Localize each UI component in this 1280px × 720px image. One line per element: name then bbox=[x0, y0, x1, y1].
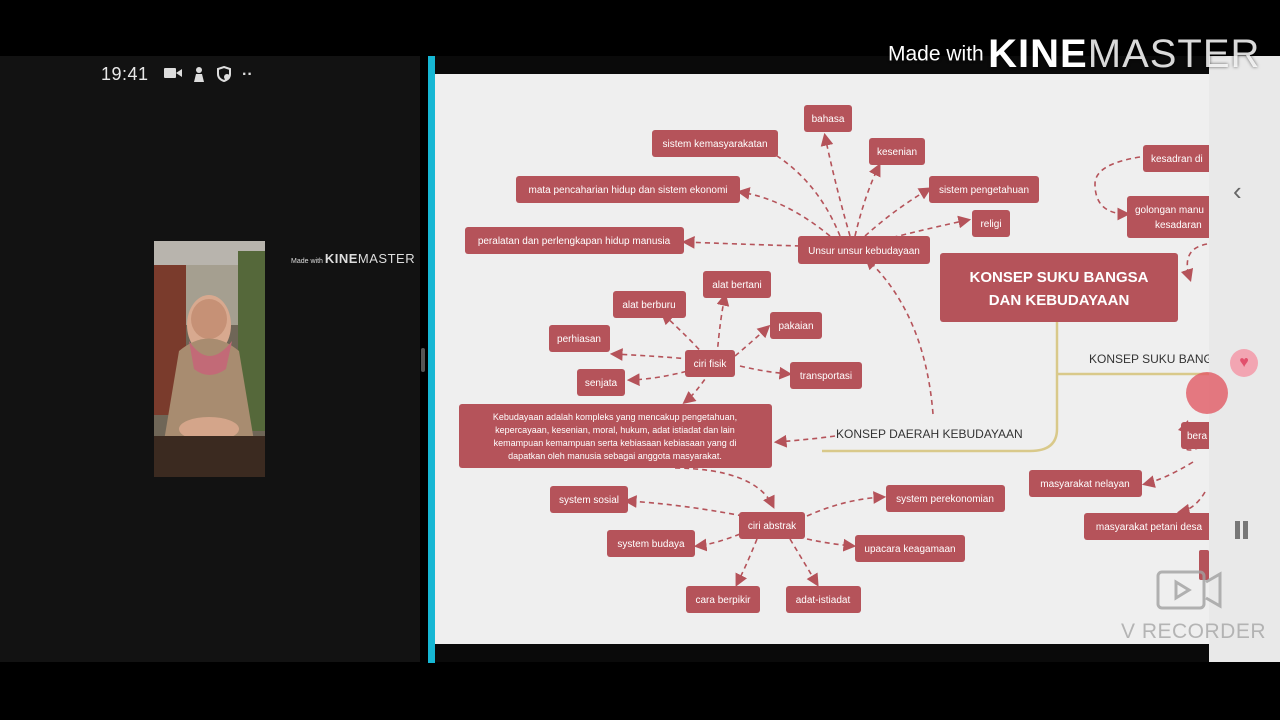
node-label: bera bbox=[1187, 431, 1207, 442]
definition-line: Kebudayaan adalah kompleks yang mencakup… bbox=[493, 412, 737, 422]
node-label: transportasi bbox=[800, 371, 852, 382]
watermark-made-with: Made with bbox=[888, 42, 984, 66]
watermark-brand-light: MASTER bbox=[1087, 32, 1261, 76]
node-label: kesadaran bbox=[1155, 220, 1202, 231]
node-religi[interactable]: religi bbox=[972, 210, 1010, 237]
node-label: upacara keagamaan bbox=[864, 544, 955, 555]
node-sistem-kemasyarakatan[interactable]: sistem kemasyarakatan bbox=[652, 130, 778, 157]
split-divider-bar[interactable] bbox=[428, 56, 435, 663]
node-label: masyarakat nelayan bbox=[1040, 479, 1130, 490]
node-label: bahasa bbox=[812, 114, 845, 125]
watermark-brand-light: MASTER bbox=[357, 251, 416, 266]
node-label: religi bbox=[980, 219, 1001, 230]
watermark-made-with: Made with bbox=[291, 258, 323, 265]
node-transportasi[interactable]: transportasi bbox=[790, 362, 862, 389]
node-label: system perekonomian bbox=[896, 494, 994, 505]
node-masyarakat-nelayan[interactable]: masyarakat nelayan bbox=[1029, 470, 1142, 497]
node-label: peralatan dan perlengkapan hidup manusia bbox=[478, 236, 671, 247]
node-label: Unsur unsur kebudayaan bbox=[808, 246, 920, 257]
video-camera-icon bbox=[164, 66, 182, 85]
main-title-line2: DAN KEBUDAYAAN bbox=[989, 292, 1130, 309]
node-system-budaya[interactable]: system budaya bbox=[607, 530, 695, 557]
node-kesenian[interactable]: kesenian bbox=[869, 138, 925, 165]
node-label: masyarakat petani desa bbox=[1096, 522, 1203, 533]
node-label: sistem pengetahuan bbox=[939, 185, 1029, 196]
branch-konsep-daerah-kebudayaan: KONSEP DAERAH KEBUDAYAAN bbox=[836, 427, 1023, 441]
bottom-strip bbox=[435, 644, 1209, 662]
node-cara-berpikir[interactable]: cara berpikir bbox=[686, 586, 760, 613]
node-system-perekonomian[interactable]: system perekonomian bbox=[886, 485, 1005, 512]
node-label: kesenian bbox=[877, 147, 917, 158]
node-mata-pencaharian[interactable]: mata pencaharian hidup dan sistem ekonom… bbox=[516, 176, 740, 203]
branch-lines bbox=[822, 322, 1209, 453]
node-label: golongan manu bbox=[1135, 205, 1204, 216]
watermark-brand-bold: KINE bbox=[988, 32, 1088, 76]
top-strip bbox=[435, 56, 1209, 74]
node-upacara-keagamaan[interactable]: upacara keagamaan bbox=[855, 535, 965, 562]
mindmap-canvas: KONSEP SUKU BANGSA DAN KEBUDAYAAN KONSEP… bbox=[435, 74, 1209, 644]
node-label: adat-istiadat bbox=[796, 595, 851, 606]
node-label: ciri abstrak bbox=[748, 521, 797, 532]
node-masyarakat-petani-desa[interactable]: masyarakat petani desa bbox=[1084, 513, 1209, 540]
main-title-line1: KONSEP SUKU BANGSA bbox=[970, 269, 1149, 286]
node-senjata[interactable]: senjata bbox=[577, 369, 625, 396]
kinemaster-watermark-small: Made with KINEMASTER bbox=[291, 251, 415, 266]
split-divider-handle[interactable] bbox=[421, 348, 425, 372]
node-pakaian[interactable]: pakaian bbox=[770, 312, 822, 339]
node-label: system budaya bbox=[617, 539, 685, 550]
main-topic-node[interactable]: KONSEP SUKU BANGSA DAN KEBUDAYAAN bbox=[940, 253, 1178, 322]
node-definisi-kebudayaan[interactable]: Kebudayaan adalah kompleks yang mencakup… bbox=[459, 404, 772, 468]
record-dot-icon[interactable] bbox=[1186, 372, 1228, 414]
camera-preview bbox=[154, 241, 265, 477]
node-golongan-manusia[interactable]: golongan manu kesadaran bbox=[1127, 196, 1209, 238]
node-label: ciri fisik bbox=[694, 359, 728, 370]
node-label: mata pencaharian hidup dan sistem ekonom… bbox=[528, 185, 727, 196]
node-adat-istiadat[interactable]: adat-istiadat bbox=[786, 586, 861, 613]
node-ciri-fisik[interactable]: ciri fisik bbox=[685, 350, 735, 377]
node-label: alat berburu bbox=[622, 300, 675, 311]
heart-icon[interactable]: ♥ bbox=[1230, 349, 1258, 377]
pause-icon[interactable] bbox=[1235, 521, 1251, 544]
vrecorder-label: V RECORDER bbox=[1121, 620, 1267, 643]
node-alat-bertani[interactable]: alat bertani bbox=[703, 271, 771, 298]
shield-icon bbox=[216, 65, 232, 85]
watermark-brand-bold: KINE bbox=[324, 251, 358, 266]
node-label: senjata bbox=[585, 378, 618, 389]
node-system-sosial[interactable]: system sosial bbox=[550, 486, 628, 513]
node-sistem-pengetahuan[interactable]: sistem pengetahuan bbox=[929, 176, 1039, 203]
status-icons: ·· bbox=[164, 65, 253, 85]
node-bahasa[interactable]: bahasa bbox=[804, 105, 852, 132]
node-label: sistem kemasyarakatan bbox=[662, 139, 767, 150]
more-dots-icon[interactable]: ·· bbox=[242, 66, 253, 83]
definition-line: kepercayaan, kesenian, moral, hukum, ada… bbox=[495, 425, 735, 435]
definition-line: dapatkan oleh manusia sebagai anggota ma… bbox=[508, 451, 722, 461]
node-label: pakaian bbox=[778, 321, 813, 332]
video-recorder-icon bbox=[1156, 568, 1224, 612]
node-ciri-abstrak[interactable]: ciri abstrak bbox=[739, 512, 805, 539]
node-label: perhiasan bbox=[557, 334, 601, 345]
node-alat-berburu[interactable]: alat berburu bbox=[613, 291, 686, 318]
node-peralatan[interactable]: peralatan dan perlengkapan hidup manusia bbox=[465, 227, 684, 254]
person-icon bbox=[192, 66, 206, 85]
node-label: system sosial bbox=[559, 495, 619, 506]
status-time: 19:41 bbox=[101, 64, 149, 84]
kinemaster-watermark-large: Made with KINEMASTER bbox=[888, 32, 1260, 77]
node-kesadaran-di[interactable]: kesadran di bbox=[1143, 145, 1209, 172]
node-label: cara berpikir bbox=[695, 595, 751, 606]
node-label: alat bertani bbox=[712, 280, 761, 291]
node-perhiasan[interactable]: perhiasan bbox=[549, 325, 610, 352]
connector-lines bbox=[609, 132, 1208, 587]
definition-line: kemampuan kemampuan serta kebiasaan kebi… bbox=[494, 438, 737, 448]
node-bera[interactable]: bera bbox=[1181, 422, 1209, 449]
node-unsur-kebudayaan[interactable]: Unsur unsur kebudayaan bbox=[798, 236, 930, 264]
chevron-left-icon[interactable]: ‹ bbox=[1233, 176, 1242, 206]
branch-konsep-suku-bangsa: KONSEP SUKU BANG bbox=[1089, 352, 1209, 366]
node-label: kesadran di bbox=[1151, 154, 1203, 165]
